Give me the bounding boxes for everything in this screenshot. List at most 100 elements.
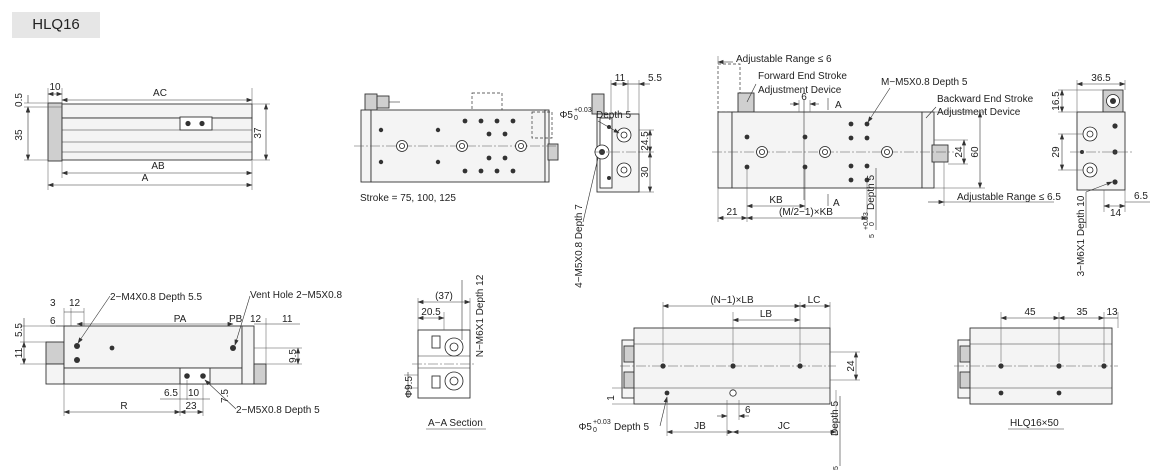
bc-dim-24: 24	[846, 360, 857, 372]
dim-side-ab: AB	[151, 161, 165, 172]
slide-table	[61, 103, 253, 119]
front-depth5-num: 5	[869, 234, 876, 238]
bottom-side-table	[63, 325, 243, 369]
bl-vent: Vent Hole 2−M5X0.8	[250, 290, 342, 301]
bc-dim-6: 6	[745, 405, 751, 416]
right-end-body	[1076, 111, 1126, 191]
right-tap: 3−M6X1 Depth 10	[1076, 195, 1087, 276]
sect-tap: N−M6X1 Depth 12	[475, 274, 486, 357]
front-backward-1: Backward End Stroke	[937, 94, 1034, 105]
end-phi5-tol: +0.03	[574, 107, 592, 114]
bc-phi5-depth: Depth 5	[614, 422, 649, 433]
bc-phi5-tol0: 0	[593, 427, 597, 434]
dim-end-11: 11	[615, 73, 626, 84]
sect-dim-20-5: 20.5	[421, 307, 441, 318]
sect-dim-37: (37)	[435, 291, 453, 302]
dim-side-10: 10	[49, 82, 61, 93]
bc-depth5-label: Depth 5	[830, 401, 841, 436]
right-dim-16-5: 16.5	[1051, 91, 1062, 111]
bl-dim-9-5: 9.5	[288, 349, 299, 363]
end-plate	[47, 102, 63, 162]
model-title: HLQ16	[12, 12, 100, 38]
dim-side-ac: AC	[153, 88, 167, 99]
bl-dim-23: 23	[185, 401, 197, 412]
end-tap: 4−M5X0.8 Depth 7	[574, 204, 585, 288]
bc-dim-lb: LB	[760, 309, 773, 320]
front-section-a-bottom: A	[833, 198, 840, 209]
front-view: A A Adjustable Range ≤ 6 Forward End Str…	[712, 54, 1061, 238]
bc-dim-nlb: (N−1)×LB	[710, 295, 754, 306]
bottom-plan-view: (N−1)×LB LC LB 24 1 Φ5 +0.03 0 Depth 5 6	[578, 295, 860, 470]
right-dim-36-5: 36.5	[1091, 73, 1111, 84]
bl-dim-11: 11	[14, 347, 25, 358]
end-phi5-tol0: 0	[574, 115, 578, 122]
bl-dim-r: R	[120, 401, 127, 412]
bl-tap-2: 2−M5X0.8 Depth 5	[236, 405, 320, 416]
sect-label: A−A Section	[428, 418, 483, 429]
end-phi5-depth: Depth 5	[596, 110, 631, 121]
front-depth5-label: Depth 5	[866, 175, 877, 210]
front-section-a: A	[835, 100, 842, 111]
front-dim-kb: KB	[769, 195, 783, 206]
sect-phi9-5: Φ9.5	[404, 376, 415, 398]
bc-dim-lc: LC	[808, 295, 821, 306]
front-dim-6: 6	[801, 92, 807, 103]
bl-tap-1: 2−M4X0.8 Depth 5.5	[110, 292, 202, 303]
front-dim-24: 24	[954, 146, 965, 158]
dim-end-5-5: 5.5	[648, 73, 662, 84]
bl-dim-10: 10	[188, 388, 200, 399]
br-label: HLQ16×50	[1010, 418, 1059, 429]
front-backward-2: Adjustment Device	[937, 107, 1021, 118]
side-view: 0.5 35 10 AC 37 AB A	[14, 82, 270, 190]
stroke-note: Stroke = 75, 100, 125	[360, 193, 456, 204]
front-forward-2: Adjustment Device	[758, 85, 842, 96]
bc-dim-jc: JC	[778, 421, 790, 432]
front-depth5-tol0: 0	[869, 222, 876, 226]
front-dim-m2kb: (M/2−1)×KB	[779, 207, 833, 218]
bl-dim-pa: PA	[174, 314, 187, 325]
bl-dim-7-5: 7.5	[220, 389, 231, 403]
bl-dim-6: 6	[50, 316, 56, 327]
end-phi5: Φ5	[559, 110, 573, 121]
cylinder-body	[61, 117, 253, 161]
dim-end-30: 30	[640, 166, 651, 178]
bl-dim-5-5: 5.5	[14, 323, 25, 337]
right-end-view: 36.5 16.5 29 3−M6X1 Depth 10 14 6.5	[1051, 73, 1150, 276]
bl-dim-11-top: 11	[282, 314, 293, 325]
dim-side-35: 35	[14, 129, 25, 141]
bl-dim-3: 3	[50, 298, 56, 309]
front-dim-60: 60	[970, 146, 981, 158]
bc-dim-jb: JB	[694, 421, 706, 432]
right-dim-29: 29	[1051, 146, 1062, 158]
bl-dim-pb: PB	[229, 314, 243, 325]
top-view: Stroke = 75, 100, 125	[354, 92, 559, 204]
dim-end-24-5: 24.5	[640, 131, 651, 151]
front-adj-range-bottom: Adjustable Range ≤ 6.5	[957, 192, 1061, 203]
bl-dim-6-5: 6.5	[164, 388, 178, 399]
right-dim-14: 14	[1110, 208, 1122, 219]
dim-side-0-5: 0.5	[14, 93, 25, 107]
br-dim-35: 35	[1076, 307, 1088, 318]
front-tap: M−M5X0.8 Depth 5	[881, 77, 968, 88]
front-adj-range-top: Adjustable Range ≤ 6	[736, 54, 832, 65]
bl-dim-12: 12	[69, 298, 81, 309]
dim-side-37: 37	[253, 127, 264, 139]
front-forward-1: Forward End Stroke	[758, 71, 847, 82]
dim-side-a: A	[142, 173, 149, 184]
end-view: 11 5.5 Φ5 +0.03 0 Depth 5 24.5 30 4−M5X0…	[559, 73, 662, 288]
bc-dim-1: 1	[606, 395, 617, 401]
bc-depth5-num: 5	[833, 466, 840, 470]
front-depth5-tol: +0.03	[863, 212, 870, 230]
right-dim-6-5: 6.5	[1134, 191, 1148, 202]
bottom-side-view: 3 12 2−M4X0.8 Depth 5.5 Vent Hole 2−M5X0…	[14, 290, 342, 416]
section-view: (37) 20.5 N−M6X1 Depth 12 Φ9.5 A−A Secti…	[404, 274, 486, 430]
front-dim-21: 21	[726, 207, 738, 218]
bc-phi5: Φ5	[578, 422, 592, 433]
br-dim-45: 45	[1024, 307, 1036, 318]
bl-dim-pb12: 12	[250, 314, 262, 325]
bc-phi5-tol: +0.03	[593, 419, 611, 426]
br-dim-13: 13	[1106, 307, 1118, 318]
hlq16x50-view: 45 35 13 HLQ16×50	[954, 307, 1119, 430]
